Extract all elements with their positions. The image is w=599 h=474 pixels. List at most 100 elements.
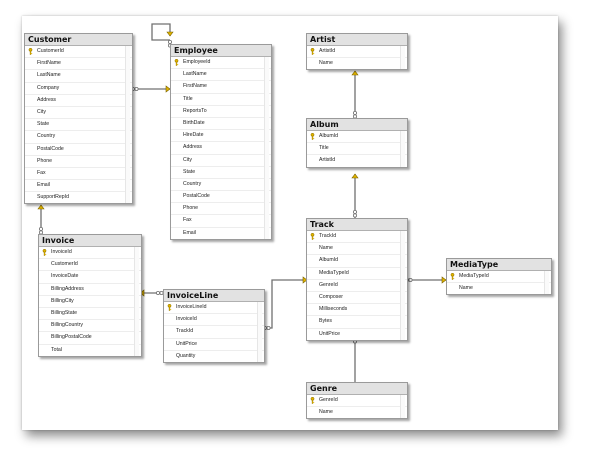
column[interactable]: FirstName bbox=[171, 81, 271, 94]
column[interactable]: Name bbox=[307, 407, 407, 418]
column[interactable]: Fax bbox=[171, 215, 271, 228]
column[interactable]: Phone bbox=[171, 203, 271, 216]
column[interactable]: ReportsTo bbox=[171, 106, 271, 118]
column[interactable]: City bbox=[171, 155, 271, 167]
column-name: Phone bbox=[37, 157, 53, 164]
column[interactable]: Name bbox=[447, 283, 551, 294]
column[interactable]: Name bbox=[307, 243, 407, 256]
column[interactable]: PostalCode bbox=[25, 144, 132, 156]
column[interactable]: BillingPostalCode bbox=[39, 332, 141, 345]
primary-key-column[interactable]: GenreId bbox=[307, 395, 407, 408]
key-end-mediatype-from-track bbox=[441, 276, 447, 284]
column-name: GenreId bbox=[319, 281, 338, 288]
column[interactable]: Title bbox=[307, 143, 407, 156]
column[interactable]: CustomerId bbox=[39, 259, 141, 272]
column[interactable]: UnitPrice bbox=[307, 329, 407, 340]
column-name: CustomerId bbox=[51, 261, 78, 268]
key-end-album-from-track bbox=[351, 173, 359, 179]
primary-key-column[interactable]: EmployeeId bbox=[171, 57, 271, 70]
primary-key-icon bbox=[310, 397, 315, 404]
key-end-employee-from-customer bbox=[165, 85, 171, 93]
column-name: Company bbox=[37, 84, 60, 91]
primary-key-column[interactable]: CustomerId bbox=[25, 46, 132, 59]
primary-key-column[interactable]: MediaTypeId bbox=[447, 271, 551, 284]
primary-key-column[interactable]: TrackId bbox=[307, 231, 407, 244]
table-title: Invoice bbox=[39, 235, 141, 247]
column[interactable]: ArtistId bbox=[307, 155, 407, 166]
column-name: Title bbox=[183, 95, 193, 102]
column-name: State bbox=[37, 121, 50, 128]
column[interactable]: AlbumId bbox=[307, 255, 407, 268]
column[interactable]: LastName bbox=[171, 69, 271, 82]
column-name: TrackId bbox=[319, 233, 337, 239]
column[interactable]: Address bbox=[171, 142, 271, 155]
column[interactable]: State bbox=[171, 167, 271, 179]
column[interactable]: BillingState bbox=[39, 308, 141, 321]
column[interactable]: BillingCity bbox=[39, 296, 141, 308]
column[interactable]: Address bbox=[25, 95, 132, 107]
primary-key-column[interactable]: ArtistId bbox=[307, 46, 407, 59]
column[interactable]: PostalCode bbox=[171, 191, 271, 204]
column-name: Composer bbox=[319, 293, 343, 300]
column[interactable]: BillingCountry bbox=[39, 320, 141, 333]
column[interactable]: MediaTypeId bbox=[307, 268, 407, 280]
column-name: Country bbox=[183, 180, 202, 187]
primary-key-column[interactable]: AlbumId bbox=[307, 131, 407, 144]
column[interactable]: LastName bbox=[25, 70, 132, 83]
column-name: TrackId bbox=[176, 328, 194, 335]
column[interactable]: Bytes bbox=[307, 316, 407, 329]
column[interactable]: Total bbox=[39, 345, 141, 356]
column[interactable]: InvoiceDate bbox=[39, 271, 141, 284]
column[interactable]: Phone bbox=[25, 156, 132, 168]
primary-key-icon bbox=[174, 59, 179, 66]
column[interactable]: Milliseconds bbox=[307, 304, 407, 317]
column[interactable]: Composer bbox=[307, 292, 407, 305]
column-name: HireDate bbox=[183, 132, 204, 139]
column[interactable]: BirthDate bbox=[171, 118, 271, 131]
column[interactable]: Title bbox=[171, 94, 271, 106]
column[interactable]: TrackId bbox=[164, 326, 264, 339]
column[interactable]: Email bbox=[25, 180, 132, 193]
column[interactable]: GenreId bbox=[307, 280, 407, 292]
column-name: BillingCity bbox=[51, 297, 74, 304]
column[interactable]: UnitPrice bbox=[164, 339, 264, 351]
column[interactable]: Country bbox=[25, 131, 132, 144]
column[interactable]: Country bbox=[171, 179, 271, 192]
column-name: Milliseconds bbox=[319, 306, 348, 313]
column-name: AlbumId bbox=[319, 257, 339, 264]
primary-key-column[interactable]: InvoiceLineId bbox=[164, 302, 264, 315]
column[interactable]: State bbox=[25, 119, 132, 132]
column-name: Phone bbox=[183, 205, 199, 212]
column[interactable]: Email bbox=[171, 228, 271, 239]
column-name: MediaTypeId bbox=[459, 273, 489, 279]
column[interactable]: Fax bbox=[25, 168, 132, 181]
column-name: Email bbox=[37, 182, 50, 189]
column[interactable]: InvoiceId bbox=[164, 314, 264, 327]
primary-key-icon bbox=[310, 133, 315, 140]
column[interactable]: FirstName bbox=[25, 58, 132, 71]
column[interactable]: Quantity bbox=[164, 351, 264, 362]
column[interactable]: BillingAddress bbox=[39, 284, 141, 296]
primary-key-column[interactable]: InvoiceId bbox=[39, 247, 141, 260]
table-title: Artist bbox=[307, 34, 407, 46]
column[interactable]: SupportRepId bbox=[25, 192, 132, 203]
column[interactable]: HireDate bbox=[171, 130, 271, 143]
column[interactable]: Company bbox=[25, 83, 132, 95]
column[interactable]: City bbox=[25, 107, 132, 120]
column[interactable]: Name bbox=[307, 58, 407, 69]
primary-key-icon bbox=[310, 48, 315, 55]
table-title: MediaType bbox=[447, 259, 551, 271]
